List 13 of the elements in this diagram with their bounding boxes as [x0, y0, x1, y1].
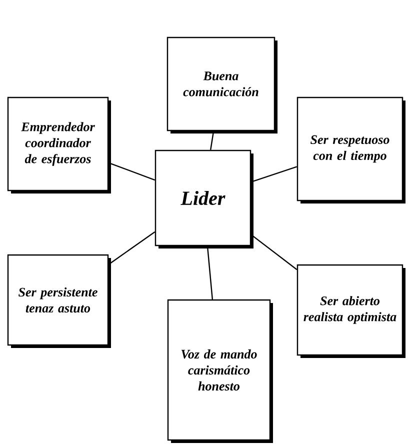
text-box: Buena comunicación — [166, 36, 278, 134]
text-box: Ser abierto realista optimista — [296, 264, 406, 358]
connector-line — [206, 246, 214, 300]
text-box: Emprendedor coordinador de esfuerzos — [7, 96, 111, 194]
connector-line — [250, 166, 298, 183]
connector-line — [250, 234, 298, 270]
text-box: Lider — [154, 150, 254, 248]
text-box: Ser persistente tenaz astuto — [7, 254, 111, 348]
text-box: Voz de mando carismático honesto — [167, 299, 273, 443]
text-box: Ser respetuoso con el tiempo — [296, 96, 406, 204]
connector-line — [108, 162, 156, 181]
connector-line — [108, 231, 156, 265]
connector-line — [210, 131, 214, 150]
